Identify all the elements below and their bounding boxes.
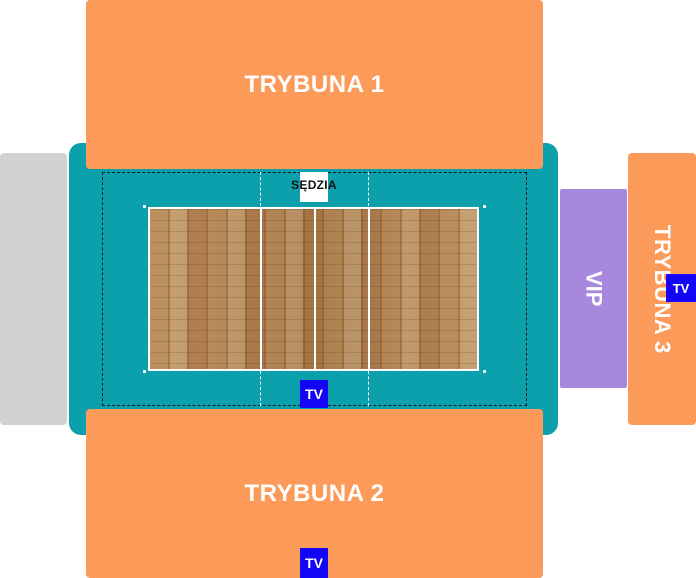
court-corner-marker [143, 370, 146, 373]
referee-box: SĘDZIA [291, 172, 337, 202]
center-line [314, 209, 316, 369]
tv-marker-trybuna-2: TV [300, 548, 328, 578]
attack-line-extension-bottom-right [368, 371, 369, 406]
volleyball-court [148, 207, 479, 371]
attack-line-right [368, 209, 370, 369]
tv-label: TV [305, 386, 323, 402]
attack-line-extension-bottom-left [260, 371, 261, 406]
stand-trybuna-2-label: TRYBUNA 2 [244, 479, 385, 507]
attack-line-left [260, 209, 262, 369]
left-sector[interactable] [0, 153, 67, 425]
attack-line-extension-top-left [260, 172, 261, 206]
stand-trybuna-1[interactable]: TRYBUNA 1 [86, 0, 543, 169]
court-corner-marker [483, 370, 486, 373]
tv-label: TV [672, 280, 690, 296]
vip-label: VIP [581, 270, 607, 307]
stand-trybuna-1-label: TRYBUNA 1 [244, 70, 385, 98]
attack-line-extension-top-right [368, 172, 369, 206]
tv-marker-trybuna-3: TV [666, 274, 696, 302]
court-corner-marker [483, 205, 486, 208]
tv-label: TV [305, 555, 323, 571]
vip-sector[interactable]: VIP [560, 189, 627, 388]
tv-marker-court: TV [300, 380, 328, 408]
court-corner-marker [143, 205, 146, 208]
referee-label: SĘDZIA [291, 178, 337, 192]
